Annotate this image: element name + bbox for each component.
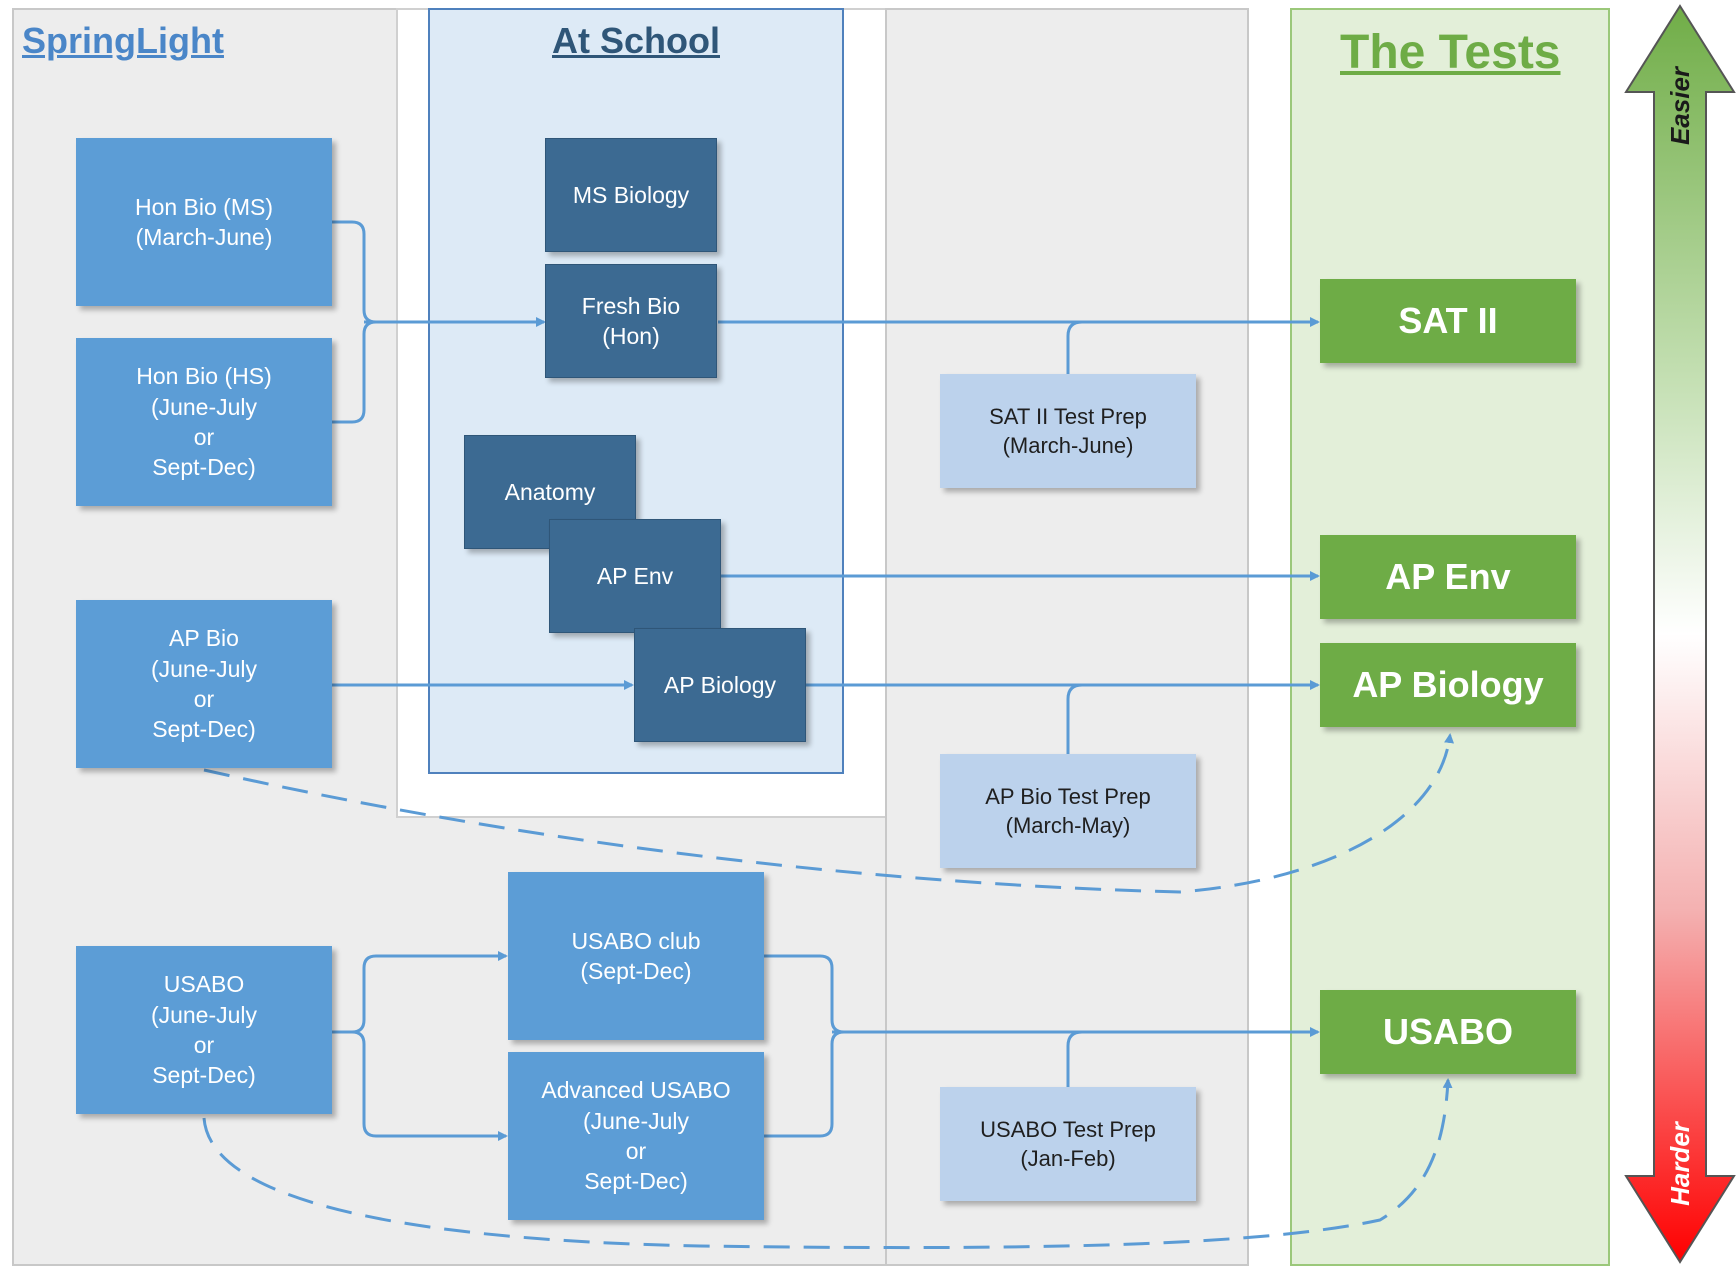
ap-env-test-box: AP Env [1320, 535, 1576, 619]
hon-bio-hs-line4: Sept-Dec) [152, 454, 256, 481]
fresh-bio-box: Fresh Bio (Hon) [545, 264, 717, 378]
at-school-header: At School [552, 20, 720, 61]
ap-bio-line4: Sept-Dec) [152, 716, 256, 743]
connector-usabo-to-advanced [351, 1030, 508, 1141]
ap-env-school-box: AP Env [549, 519, 721, 633]
fresh-bio-line2: (Hon) [602, 323, 660, 349]
ap-bio-box: AP Bio (June-July or Sept-Dec) [76, 600, 332, 768]
sat2-prep-line1: SAT II Test Prep [989, 403, 1147, 429]
usabo-club-box: USABO club (Sept-Dec) [508, 872, 764, 1040]
ap-bio-line2: (June-July [150, 655, 258, 682]
advanced-usabo-line1: Advanced USABO [541, 1077, 731, 1104]
connector-sat2-prep [1066, 320, 1083, 374]
connector-advanced-merge [764, 1030, 845, 1138]
sat2-test-label: SAT II [1398, 300, 1498, 342]
ap-bio-line3: or [193, 686, 215, 712]
usabo-club-line2: (Sept-Dec) [580, 958, 692, 984]
dashed-connector-usabo [202, 1078, 1453, 1250]
advanced-usabo-box: Advanced USABO (June-July or Sept-Dec) [508, 1052, 764, 1220]
usabo-prep-line1: USABO Test Prep [980, 1116, 1156, 1142]
connector-usabo-to-club [351, 951, 508, 1034]
prep-panel [885, 8, 1249, 1266]
connector-usabo-prep [1066, 1030, 1083, 1087]
advanced-usabo-line2: (June-July [582, 1107, 690, 1134]
ap-env-test-label: AP Env [1385, 556, 1511, 598]
hon-bio-hs-line1: Hon Bio (HS) [136, 363, 272, 390]
ms-biology-box: MS Biology [545, 138, 717, 252]
ap-bio-prep-line1: AP Bio Test Prep [985, 783, 1151, 809]
usabo-line2: (June-July [150, 1001, 258, 1028]
usabo-club-line1: USABO club [571, 927, 701, 954]
usabo-box: USABO (June-July or Sept-Dec) [76, 946, 332, 1114]
ap-biology-test-box: AP Biology [1320, 643, 1576, 727]
hon-bio-hs-line3: or [193, 424, 215, 450]
hon-bio-hs-line2: (June-July [150, 393, 258, 420]
usabo-test-box: USABO [1320, 990, 1576, 1074]
ap-bio-prep-line2: (March-May) [1005, 813, 1131, 838]
ap-biology-school-label: AP Biology [663, 671, 777, 698]
easier-label: Easier [1665, 66, 1695, 146]
fresh-bio-line1: Fresh Bio [581, 292, 681, 319]
advanced-usabo-line4: Sept-Dec) [584, 1168, 688, 1195]
ms-biology-label: MS Biology [572, 181, 690, 208]
usabo-test-label: USABO [1382, 1011, 1513, 1053]
usabo-line1: USABO [163, 971, 245, 998]
sat2-prep-line2: (March-June) [1002, 433, 1134, 458]
usabo-line4: Sept-Dec) [152, 1062, 256, 1089]
hon-bio-ms-box: Hon Bio (MS) (March-June) [76, 138, 332, 306]
connector-hon-bio-ms [332, 220, 377, 324]
hon-bio-ms-line1: Hon Bio (MS) [134, 193, 274, 220]
sat2-test-prep-box: SAT II Test Prep (March-June) [940, 374, 1196, 488]
usabo-line3: or [193, 1032, 215, 1058]
connector-hon-bio-hs [332, 320, 377, 424]
ap-bio-line1: AP Bio [169, 625, 239, 652]
the-tests-header: The Tests [1340, 26, 1561, 79]
hon-bio-hs-box: Hon Bio (HS) (June-July or Sept-Dec) [76, 338, 332, 506]
dashed-connector-ap-bio [203, 733, 1455, 894]
advanced-usabo-line3: or [625, 1138, 647, 1164]
springlight-header: SpringLight [22, 20, 224, 61]
usabo-test-prep-box: USABO Test Prep (Jan-Feb) [940, 1087, 1196, 1201]
anatomy-label: Anatomy [504, 478, 596, 505]
ap-biology-school-box: AP Biology [634, 628, 806, 742]
ap-biology-test-label: AP Biology [1352, 664, 1544, 706]
ap-bio-test-prep-box: AP Bio Test Prep (March-May) [940, 754, 1196, 868]
connector-ap-bio-prep [1066, 683, 1083, 754]
sat2-test-box: SAT II [1320, 279, 1576, 363]
hon-bio-ms-line2: (March-June) [135, 224, 273, 250]
difficulty-arrow [1624, 4, 1736, 1264]
usabo-prep-line2: (Jan-Feb) [1020, 1146, 1116, 1171]
ap-env-school-label: AP Env [596, 562, 674, 589]
harder-label: Harder [1665, 1122, 1695, 1206]
connector-club-merge [764, 954, 845, 1034]
